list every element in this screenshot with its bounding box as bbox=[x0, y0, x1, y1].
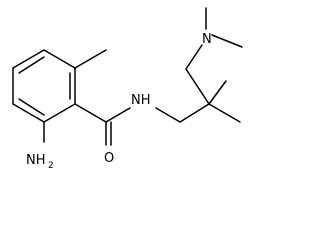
ch2-quaternary-bond bbox=[179, 103, 210, 123]
ring-double-bond bbox=[18, 98, 45, 116]
ch2-n-bond bbox=[185, 44, 203, 70]
ring-bond bbox=[12, 103, 45, 123]
ring-double-bond bbox=[18, 56, 45, 74]
amine-subscript: 2 bbox=[48, 161, 54, 171]
oxygen-atom: O bbox=[104, 151, 114, 166]
methyl-bond bbox=[74, 49, 107, 69]
ring-bond bbox=[12, 49, 45, 69]
chemical-structure: NH 2 O NH N bbox=[12, 7, 243, 171]
ring-bond bbox=[43, 103, 76, 123]
quaternary-methyl-bond bbox=[208, 103, 241, 123]
n-methyl-bond bbox=[211, 34, 243, 48]
carbonyl-nh-bond bbox=[105, 107, 131, 123]
amide-nh-atom: NH bbox=[131, 93, 151, 108]
amine-text: NH bbox=[26, 153, 46, 168]
ring-carbonyl-bond bbox=[74, 103, 107, 123]
amine-label: NH 2 bbox=[26, 153, 54, 171]
nh-ch2-bond bbox=[155, 107, 181, 123]
ring-bond bbox=[43, 49, 76, 69]
dimethylamino-n-atom: N bbox=[202, 32, 212, 47]
benzene-ring bbox=[12, 49, 76, 123]
quaternary-ch2-bond bbox=[185, 68, 210, 105]
quaternary-methyl-bond bbox=[208, 80, 227, 105]
